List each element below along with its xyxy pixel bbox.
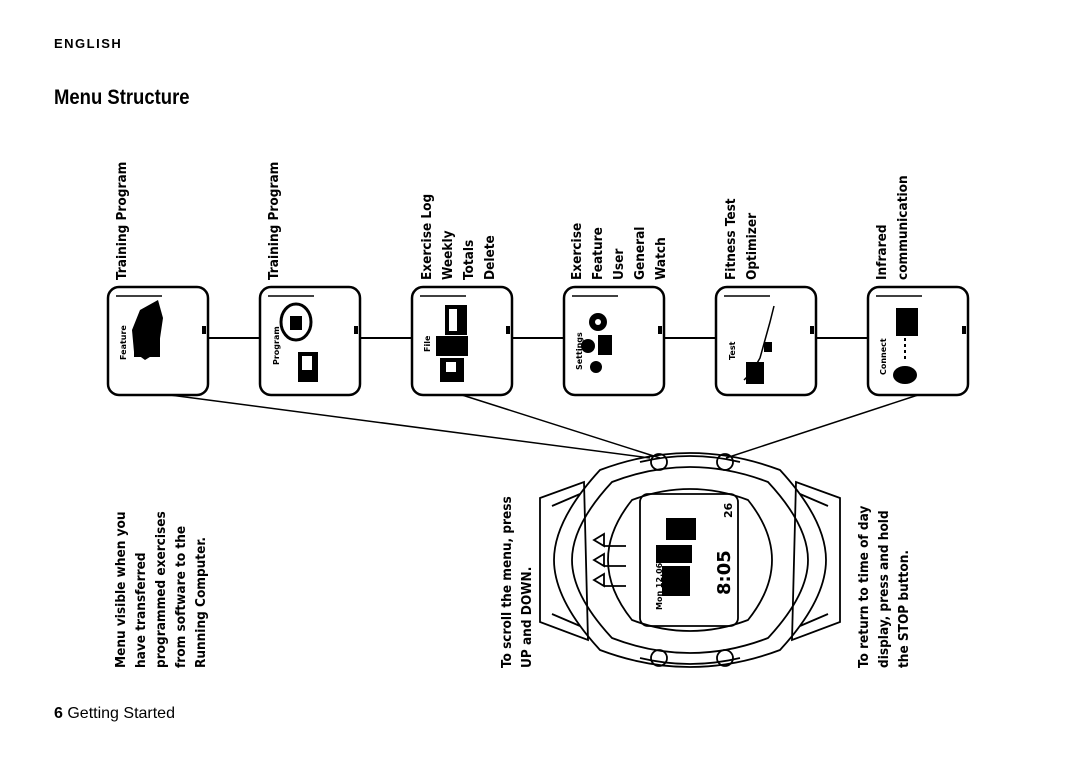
menu-label-group-5: Fitness Test Optimizer	[723, 198, 760, 280]
note-left-line-5: Running Computer.	[193, 537, 209, 668]
note-left-line-3: programmed exercises	[153, 511, 169, 668]
page-number: 6	[54, 705, 63, 722]
menu-screen-feature: Feature	[106, 285, 210, 397]
menu-label-communication: communication	[895, 175, 911, 280]
note-left: Menu visible when you have transferred p…	[113, 511, 209, 668]
menu-label-group-3: Exercise Log Weekly Totals Delete	[419, 194, 498, 280]
menu-label-training-program-1: Training Program	[114, 162, 130, 280]
menu-label-group-4: Exercise Feature User General Watch	[569, 223, 669, 280]
watch-seconds: 26	[722, 502, 735, 518]
menu-label-feature: Feature	[590, 227, 606, 280]
menu-label-training-program-2: Training Program	[266, 162, 282, 280]
screen-label-settings: Settings	[575, 332, 584, 370]
note-middle-line-2: UP and DOWN.	[519, 567, 535, 668]
screen-label-file: File	[423, 335, 432, 352]
menu-screen-file: File	[410, 285, 514, 397]
menu-label-optimizer: Optimizer	[744, 213, 760, 280]
running-computer-watch	[539, 452, 841, 668]
menu-label-general: General	[632, 227, 648, 280]
menu-label-fitness-test: Fitness Test	[723, 198, 739, 280]
screen-label-connect: Connect	[879, 338, 888, 375]
menu-label-weekly: Weekly	[440, 230, 456, 280]
note-middle-line-1: To scroll the menu, press	[499, 496, 515, 668]
menu-label-user: User	[611, 249, 627, 280]
note-right-line-2: display, press and hold	[876, 510, 892, 668]
menu-label-group-6: Infrared communication	[874, 175, 911, 280]
note-middle: To scroll the menu, press UP and DOWN.	[499, 496, 535, 668]
screen-label-test: Test	[728, 341, 737, 360]
note-right-line-3: the STOP button.	[896, 550, 912, 668]
footer-section: Getting Started	[67, 705, 175, 722]
menu-screen-connect: Connect	[866, 285, 970, 397]
watch-time: 8:05	[714, 550, 735, 595]
note-left-line-2: have transferred	[133, 552, 149, 668]
menu-label-infrared: Infrared	[874, 224, 890, 280]
pointer-line-middle	[461, 394, 661, 459]
menu-label-totals: Totals	[461, 240, 477, 280]
language-label: ENGLISH	[54, 36, 123, 51]
menu-label-exercise: Exercise	[569, 223, 585, 280]
screen-label-feature: Feature	[119, 325, 128, 360]
watch-date: Mon 12.06	[655, 562, 664, 610]
menu-label-watch: Watch	[653, 237, 669, 280]
screen-label-program: Program	[272, 326, 281, 365]
menu-label-delete: Delete	[482, 235, 498, 280]
menu-label-group-1: Training Program	[114, 162, 130, 280]
section-title: Menu Structure	[54, 86, 190, 109]
note-left-line-4: from software to the	[173, 526, 189, 668]
menu-label-group-2: Training Program	[266, 162, 282, 280]
menu-screen-settings: Settings	[562, 285, 666, 397]
pointer-line-left	[169, 394, 651, 459]
pointer-line-right	[725, 394, 919, 459]
note-left-line-1: Menu visible when you	[113, 511, 129, 668]
note-right-line-1: To return to time of day	[856, 506, 872, 668]
page-footer: 6 Getting Started	[54, 705, 175, 723]
menu-screen-test: Test	[714, 285, 818, 397]
note-right: To return to time of day display, press …	[856, 506, 912, 668]
watch-display-content: 8:05 26 Mon 12.06	[655, 502, 735, 610]
menu-screen-program: Program	[258, 285, 362, 397]
menu-label-exercise-log: Exercise Log	[419, 194, 435, 280]
